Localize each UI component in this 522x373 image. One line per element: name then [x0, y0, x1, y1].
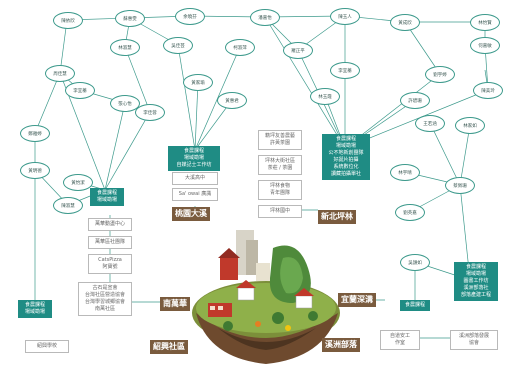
- person-node: 劉英嘉: [395, 204, 425, 221]
- region-label-taoyuan: 桃園大溪: [172, 207, 210, 221]
- person-node: 陳淑慧: [53, 197, 83, 214]
- person-node: 蘇惠雯: [115, 10, 145, 27]
- person-node: 柯淑萍: [225, 39, 255, 56]
- person-node: 蔡佩珊: [445, 177, 475, 194]
- course-box-yilan: 食農課程: [400, 300, 430, 311]
- partner-box: 坪林國中: [258, 205, 302, 218]
- course-box-right-upper: 食農課程場域勘場公不地新創團隊好誕片拍攝系統數位化讀藏拍攝單社: [322, 134, 370, 180]
- course-box-far-right: 食農課程場域勘場圖書工作坊溪洲部落社部落產建工程: [454, 262, 498, 301]
- partner-box: 坪林食物青年團隊: [258, 180, 302, 200]
- partner-box: 大溪高中: [172, 172, 218, 185]
- partner-box: 萬華動盪中心: [88, 218, 132, 231]
- course-box-left-mid: 食農課程場域勘場: [90, 188, 124, 206]
- partner-box: 籍坪友善農藝許黃茶園: [258, 130, 302, 150]
- region-label-xizhou: 溪洲部落: [322, 338, 360, 352]
- person-node: 陳美玲: [473, 82, 503, 99]
- partner-box: Sa' owai 廣識: [172, 188, 218, 201]
- person-node: 陳依欣: [53, 12, 83, 29]
- person-node: 羅正平: [283, 42, 313, 59]
- person-node: 林家如: [455, 117, 485, 134]
- person-node: 王若涵: [415, 115, 445, 132]
- school-box: 紹興學校: [25, 340, 69, 353]
- person-node: 吳佳芸: [163, 37, 193, 54]
- person-node: 林宇晴: [390, 164, 420, 181]
- course-box-center: 食農課程場域勘場自媒記士工作坊: [168, 146, 220, 171]
- person-node: 林玉霞: [310, 88, 340, 105]
- region-label-nanwanhua: 南萬華: [160, 297, 190, 311]
- person-node: 黃怡潔: [63, 174, 93, 191]
- person-node: 林淑慧: [110, 39, 140, 56]
- partner-box: 坪林大街社區茶莊 / 茶園: [258, 155, 302, 175]
- person-node: 李佳蓉: [135, 104, 165, 121]
- region-label-yilan: 宜蘭深溝: [338, 293, 376, 307]
- person-node: 張心怡: [110, 95, 140, 112]
- region-label-shaoxing: 紹興社區: [150, 340, 188, 354]
- person-node: 許碧珊: [400, 92, 430, 109]
- person-node: 何嘉敏: [470, 37, 500, 54]
- person-node: 劉宇婷: [425, 66, 455, 83]
- person-node: 余曉芬: [175, 8, 205, 25]
- person-node: 黃成欣: [390, 14, 420, 31]
- person-node: 林怡賢: [470, 14, 500, 31]
- partner-box: 溪洲部落發展協會: [450, 330, 498, 350]
- person-node: 黃惠君: [217, 92, 247, 109]
- partner-box: 萬華區社團隊: [88, 236, 132, 249]
- person-node: 鄭雅婷: [20, 125, 50, 142]
- person-node: 黃明德: [20, 162, 50, 179]
- person-node: 吳韻如: [400, 254, 430, 271]
- nanwanhua-partners-box: 古石是宣會台灣社區營造協會台灣學習城鄉協會南萬社區: [78, 282, 132, 316]
- person-node: 李宜蓁: [65, 82, 95, 99]
- course-box-left-low: 食農課程場域勘場: [18, 300, 52, 318]
- person-node: 潘嘉怡: [250, 9, 280, 26]
- person-node: 李宜蓁: [330, 62, 360, 79]
- region-label-xinbei: 新北坪林: [318, 210, 356, 224]
- person-node: 黃家瑜: [183, 74, 213, 91]
- partner-box: 自道安工作室: [380, 330, 420, 350]
- person-node: 陳玉人: [330, 8, 360, 25]
- community-island-illustration: [192, 230, 340, 364]
- person-node: 周佳慧: [45, 65, 75, 82]
